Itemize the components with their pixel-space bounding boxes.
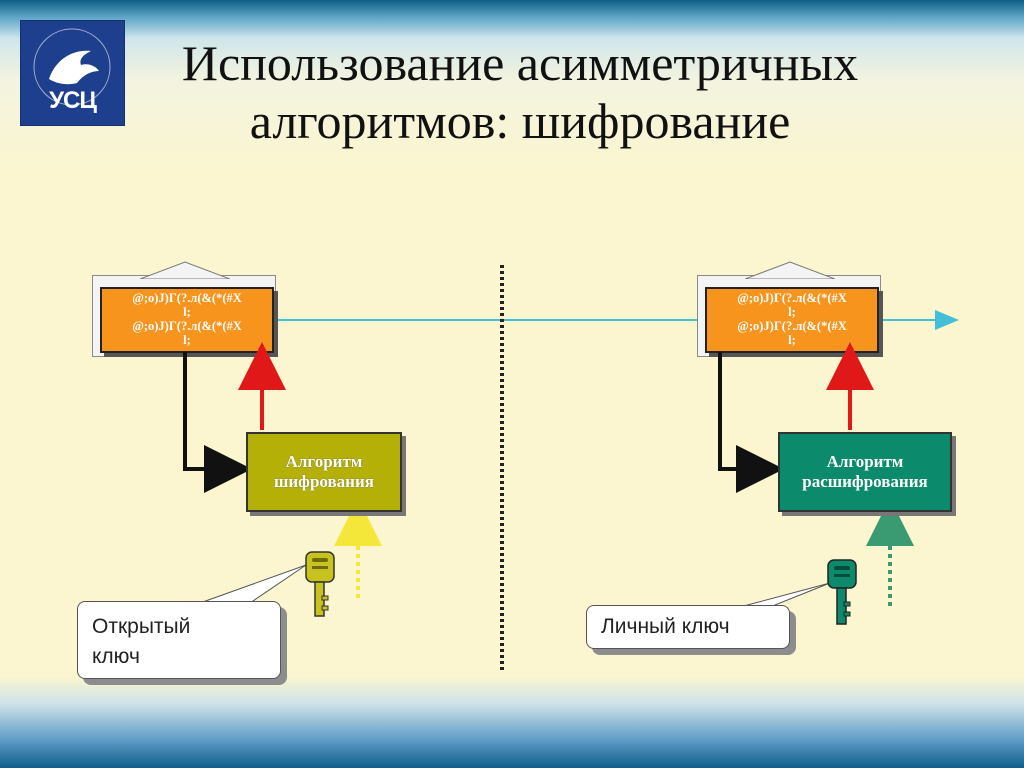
envelope-flap <box>140 261 230 279</box>
public-key-icon <box>305 551 335 617</box>
callout-text: Личный ключ <box>601 615 730 638</box>
left-ciphertext-block: @;o)J)Г(?.л(&(*(#X l; @;o)J)Г(?.л(&(*(#X… <box>92 261 276 357</box>
ciphertext-line: l; <box>788 305 796 319</box>
title-line-2: алгоритмов: шифрование <box>249 93 791 149</box>
ciphertext-line: l; <box>788 333 796 347</box>
bird-icon <box>33 28 111 106</box>
title-line-1: Использование асимметричных <box>181 35 859 91</box>
ciphertext-line: @;o)J)Г(?.л(&(*(#X <box>132 291 242 305</box>
decryption-algorithm-box: Алгоритм расшифрования <box>778 432 952 512</box>
header-gradient <box>0 0 1024 175</box>
footer-gradient <box>0 676 1024 768</box>
private-key-callout: Личный ключ <box>586 605 790 649</box>
left-input-arrow <box>183 352 252 493</box>
public-key-callout-pointer <box>199 564 307 604</box>
logo-text: УСЦ <box>49 87 97 114</box>
callout-text: Открытый <box>92 615 191 638</box>
right-input-arrow <box>718 352 784 493</box>
algorithm-label: Алгоритм <box>285 452 363 471</box>
ciphertext-line: @;o)J)Г(?.л(&(*(#X <box>737 291 847 305</box>
ciphertext-line: l; <box>183 333 191 347</box>
right-ciphertext-block: @;o)J)Г(?.л(&(*(#X l; @;o)J)Г(?.л(&(*(#X… <box>697 261 881 357</box>
envelope-flap <box>745 261 835 279</box>
private-key-icon <box>827 559 857 625</box>
algorithm-label: шифрования <box>274 472 374 491</box>
algorithm-label: Алгоритм <box>826 452 904 471</box>
ciphertext: @;o)J)Г(?.л(&(*(#X l; @;o)J)Г(?.л(&(*(#X… <box>705 287 879 353</box>
usc-logo: УСЦ <box>20 20 125 126</box>
algorithm-label: расшифрования <box>802 472 928 491</box>
callout-text: ключ <box>92 645 140 668</box>
ciphertext-line: @;o)J)Г(?.л(&(*(#X <box>737 319 847 333</box>
ciphertext-line: @;o)J)Г(?.л(&(*(#X <box>132 319 242 333</box>
private-key-callout-pointer <box>739 582 831 608</box>
public-key-callout: Открытый ключ <box>77 601 281 679</box>
ciphertext: @;o)J)Г(?.л(&(*(#X l; @;o)J)Г(?.л(&(*(#X… <box>100 287 274 353</box>
slide-title: Использование асимметричных алгоритмов: … <box>120 34 920 150</box>
ciphertext-line: l; <box>183 305 191 319</box>
encryption-algorithm-box: Алгоритм шифрования <box>246 432 402 512</box>
